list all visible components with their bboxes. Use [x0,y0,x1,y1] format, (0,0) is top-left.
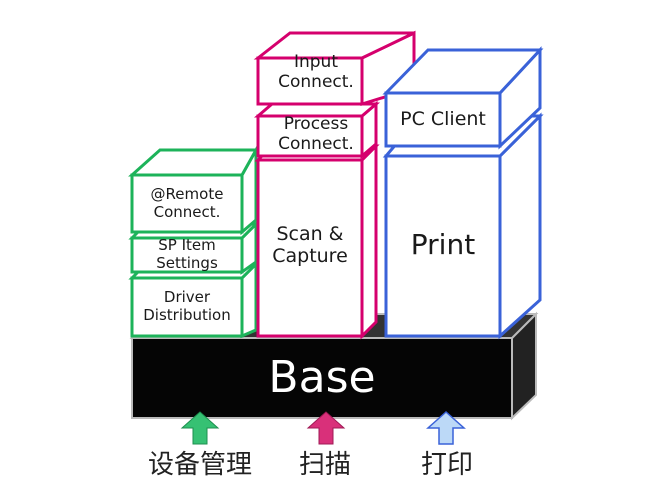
pc-client-label: PC Client [400,108,486,131]
process-connect-block [253,100,381,160]
print-caption: 打印 [421,450,474,480]
driver-distribution-label: Driver Distribution [143,288,231,324]
remote-connect-label: @Remote Connect. [150,184,224,221]
up-arrow-icon-blue [426,410,466,445]
input-connect-label: Input Connect. [278,51,354,92]
up-arrow-icon-green [180,411,220,445]
process-connect-label: Process Connect. [278,113,354,154]
remote-connect-block [128,144,259,236]
print-label: Print [410,228,476,262]
scan-capture-block [254,142,380,340]
scan-capture-label: Scan & Capture [272,222,348,267]
pc-client-block [382,46,544,150]
sp-item-settings-label: SP Item Settings [156,236,218,272]
scan-caption: 扫描 [299,450,352,480]
up-arrow-icon-magenta [306,411,346,445]
base-label: Base [268,352,376,404]
device-management-caption: 设备管理 [148,450,253,480]
